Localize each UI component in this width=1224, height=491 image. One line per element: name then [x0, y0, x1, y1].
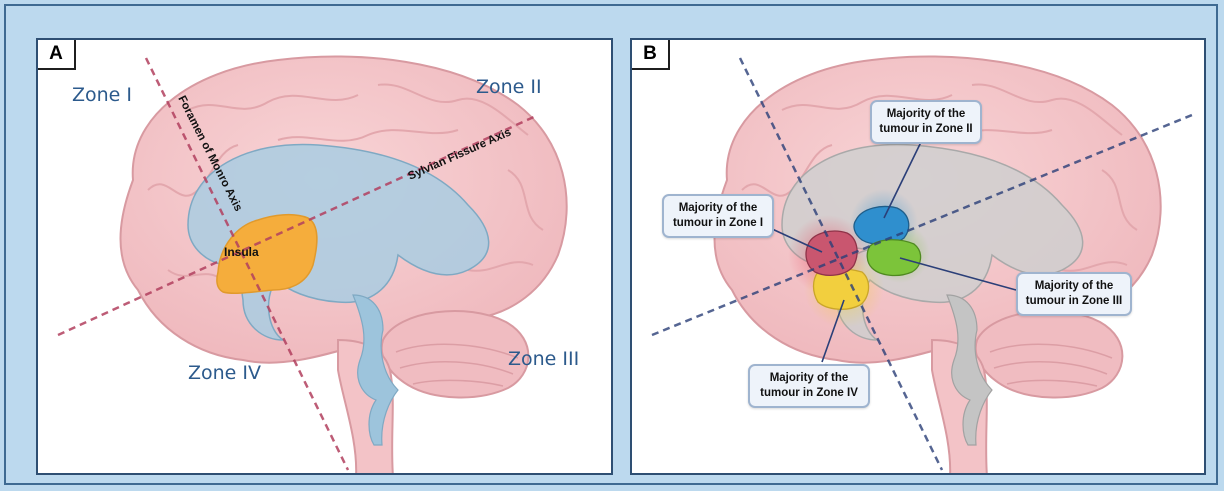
figure-frame: Foramen of Monro Axis Sylvian Fissure Ax…: [4, 4, 1218, 485]
panel-a-label: A: [36, 38, 76, 70]
panel-b: B Majority of the tumour in Zone I Major…: [630, 38, 1206, 475]
callout-zone-1: Majority of the tumour in Zone I: [662, 194, 774, 238]
tumour-zone-2: [854, 207, 909, 245]
insula-label: Insula: [224, 245, 259, 259]
callout-zone-3: Majority of the tumour in Zone III: [1016, 272, 1132, 316]
callout-zone-1-line2: tumour in Zone I: [664, 216, 772, 231]
callout-zone-3-line1: Majority of the: [1018, 279, 1130, 294]
callout-zone-3-line2: tumour in Zone III: [1018, 294, 1130, 309]
callout-zone-2-line1: Majority of the: [872, 107, 980, 122]
callout-zone-4-line2: tumour in Zone IV: [750, 386, 868, 401]
callout-zone-2: Majority of the tumour in Zone II: [870, 100, 982, 144]
panel-b-label: B: [630, 38, 670, 70]
zone-1-label: Zone I: [72, 84, 132, 106]
zone-3-label: Zone III: [508, 348, 579, 370]
zone-4-label: Zone IV: [188, 362, 261, 384]
callout-zone-1-line1: Majority of the: [664, 201, 772, 216]
callout-zone-4: Majority of the tumour in Zone IV: [748, 364, 870, 408]
panel-a: Foramen of Monro Axis Sylvian Fissure Ax…: [36, 38, 613, 475]
callout-zone-4-line1: Majority of the: [750, 371, 868, 386]
zone-2-label: Zone II: [476, 76, 542, 98]
callout-zone-2-line2: tumour in Zone II: [872, 122, 980, 137]
